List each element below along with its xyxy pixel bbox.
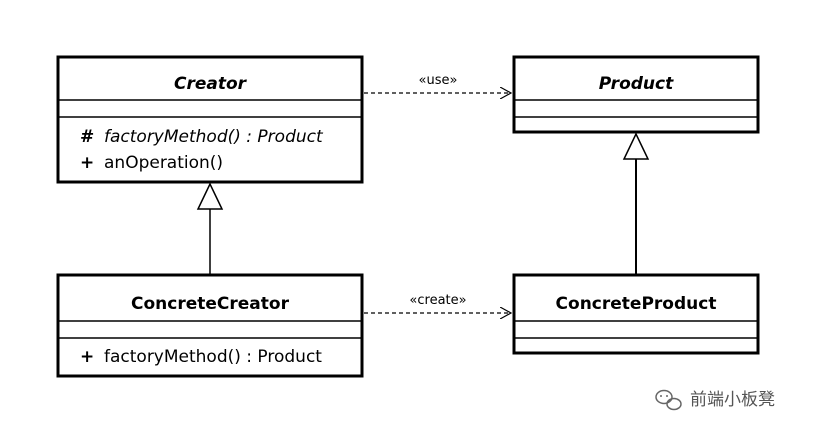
- creator-class-name: Creator: [174, 74, 248, 94]
- concrete-creator-op1-signature: factoryMethod() : Product: [104, 347, 322, 367]
- use-dependency: «use»: [364, 73, 511, 93]
- creator-op1-signature: factoryMethod() : Product: [104, 127, 324, 147]
- wechat-icon: [655, 389, 682, 411]
- creator-op1-visibility: #: [80, 127, 94, 147]
- concrete-product-class: ConcreteProduct: [512, 273, 760, 355]
- watermark: 前端小板凳: [655, 389, 775, 411]
- inheritance-creator: [196, 182, 224, 275]
- create-dependency: «create»: [364, 293, 511, 313]
- product-class: Product: [512, 55, 760, 134]
- product-class-name: Product: [599, 74, 674, 94]
- hollow-triangle-arrowhead: [622, 132, 650, 160]
- concrete-product-class-name: ConcreteProduct: [556, 294, 717, 314]
- concrete-creator-class: ConcreteCreator + factoryMethod() : Prod…: [56, 273, 364, 378]
- inheritance-product: [622, 132, 650, 275]
- use-stereotype-label: «use»: [419, 73, 458, 88]
- creator-op2-visibility: +: [80, 153, 94, 173]
- creator-op2-signature: anOperation(): [104, 153, 223, 173]
- creator-class: Creator # factoryMethod() : Product + an…: [56, 55, 364, 184]
- concrete-creator-op1-visibility: +: [80, 347, 94, 367]
- concrete-creator-class-name: ConcreteCreator: [131, 294, 290, 314]
- create-stereotype-label: «create»: [409, 293, 466, 308]
- hollow-triangle-arrowhead: [196, 182, 224, 210]
- watermark-text: 前端小板凳: [690, 390, 775, 410]
